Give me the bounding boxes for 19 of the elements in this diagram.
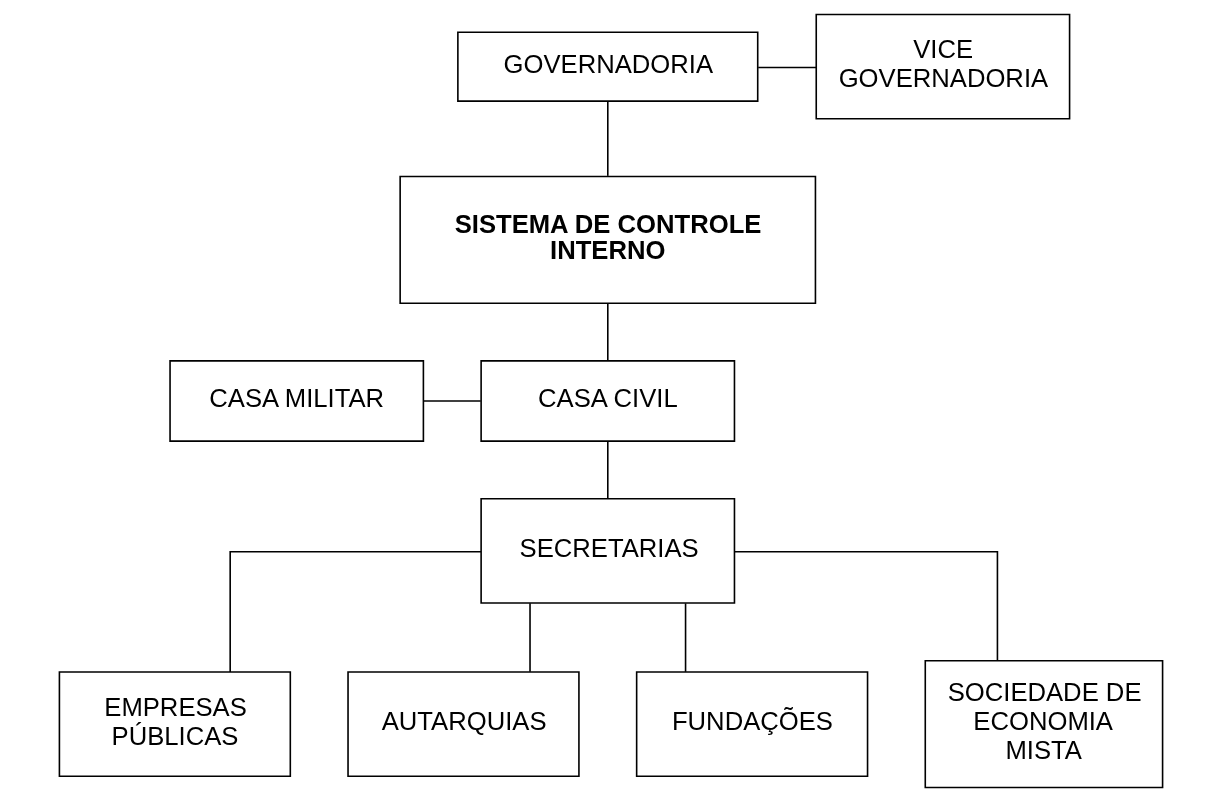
connector [606, 302, 609, 362]
connector [422, 400, 482, 402]
node-box: AUTARQUIAS [346, 671, 580, 777]
node-box: VICE GOVERNADORIA [814, 13, 1070, 120]
connector [606, 100, 609, 177]
node-box: GOVERNADORIA [456, 31, 758, 102]
connector [756, 66, 817, 69]
connector [684, 602, 686, 673]
node-box: CASA CIVIL [479, 360, 735, 442]
connector [733, 550, 998, 662]
connector [228, 550, 482, 673]
node-box: CASA MILITAR [168, 360, 424, 442]
node-box: SISTEMA DE CONTROLE INTERNO [398, 175, 816, 304]
node-box: SOCIEDADE DE ECONOMIA MISTA [924, 659, 1163, 789]
connector [606, 440, 609, 500]
node-box: SECRETARIAS [479, 498, 735, 604]
connector [528, 602, 531, 673]
node-box: EMPRESAS PÚBLICAS [58, 671, 291, 777]
node-box: FUNDAÇÕES [635, 671, 868, 777]
